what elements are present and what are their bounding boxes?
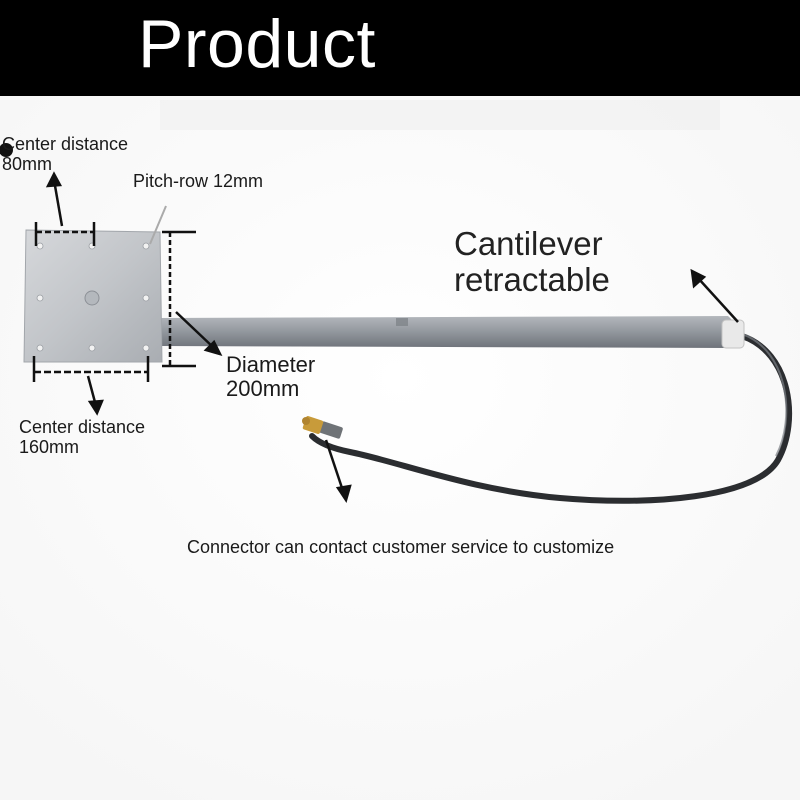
- label-pitch-row: Pitch-row 12mm: [133, 171, 264, 191]
- arrow-pitch: [149, 205, 167, 245]
- ghost-text-blur: [160, 100, 720, 130]
- antenna-rod: [160, 316, 736, 348]
- label-connector: Connector can contact customer service t…: [187, 537, 615, 557]
- arrow-center80: [52, 179, 64, 227]
- plate-hole: [142, 294, 150, 302]
- arrow-center160-head: [87, 399, 104, 416]
- antenna-cable: [309, 333, 793, 504]
- dimension-lines: [32, 222, 196, 382]
- plate-center-bolt: [84, 290, 100, 306]
- rod-end-cap: [721, 319, 745, 349]
- header-bar: Product: [0, 0, 800, 96]
- arrow-center80-head: [45, 171, 63, 188]
- label-center-distance-80: Center distance 80mm: [2, 134, 129, 174]
- arrow-connector-head: [335, 484, 352, 503]
- plate-hole: [142, 344, 150, 352]
- arrow-cantilever-head: [690, 268, 707, 289]
- cable-crimp: [319, 421, 343, 439]
- label-diameter: Diameter 200mm: [226, 352, 316, 401]
- arrow-connector: [324, 439, 346, 495]
- connector-tip: [302, 417, 310, 425]
- arrow-diameter: [175, 311, 215, 349]
- plate-hole: [36, 242, 44, 250]
- plate-hole: [36, 344, 44, 352]
- product-photo: [0, 96, 800, 800]
- plate-hole: [142, 242, 150, 250]
- arrow-diameter-head: [203, 339, 223, 356]
- arrows: [45, 171, 739, 503]
- photo-background: [0, 96, 800, 800]
- dark-blob-corner: [0, 143, 13, 157]
- cable-highlight: [741, 333, 788, 457]
- plate-hole: [88, 344, 96, 352]
- arrow-cantilever: [697, 277, 739, 323]
- label-cantilever: Cantilever retractable: [454, 225, 610, 298]
- page-title: Product: [138, 6, 376, 82]
- plate-hole: [36, 294, 44, 302]
- label-center-distance-160: Center distance 160mm: [19, 417, 146, 457]
- rod-joint: [396, 318, 408, 326]
